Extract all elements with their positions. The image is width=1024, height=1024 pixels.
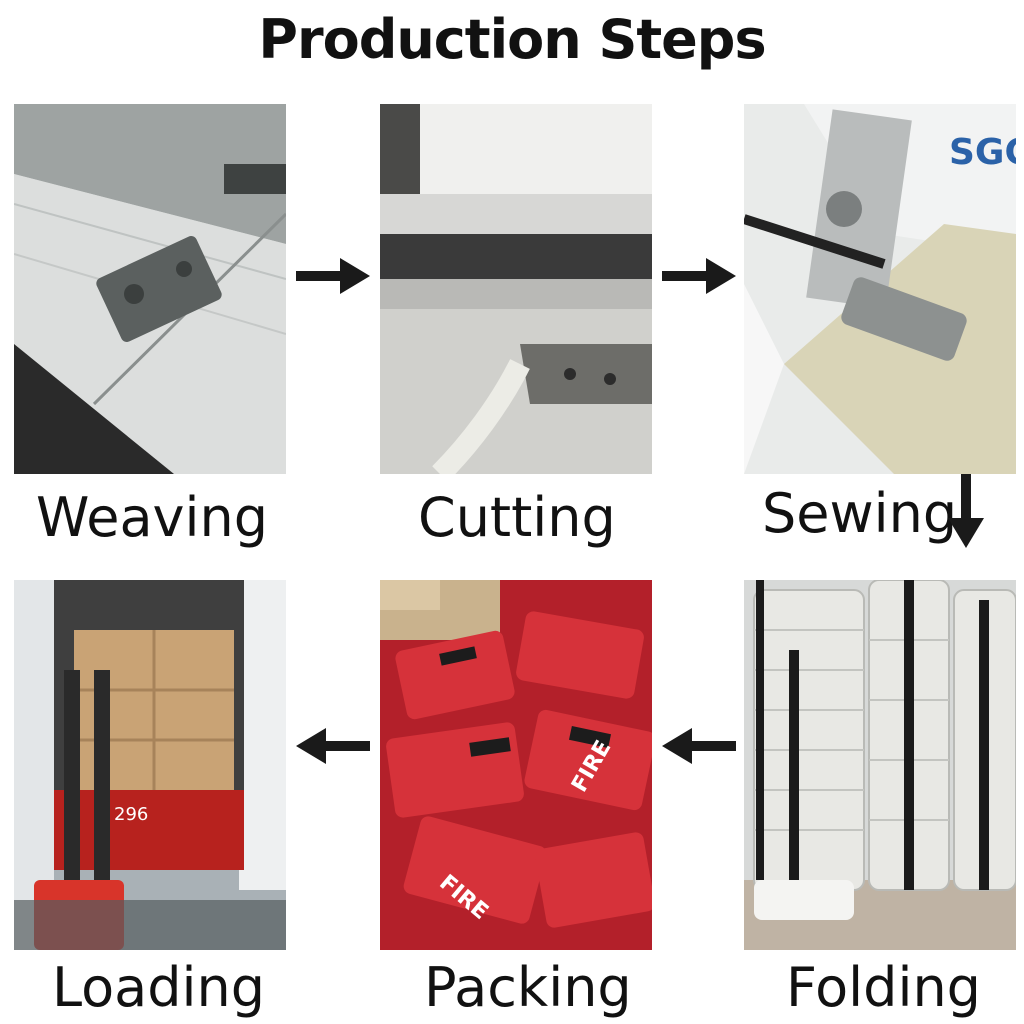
arrow-left-icon bbox=[296, 728, 370, 764]
step-label-loading: Loading bbox=[52, 956, 266, 1019]
arrow-down-icon bbox=[948, 474, 984, 548]
sewing-photo: SGG bbox=[744, 104, 1016, 474]
step-label-folding: Folding bbox=[786, 956, 981, 1019]
weaving-photo bbox=[14, 104, 286, 474]
arrow-left-icon bbox=[662, 728, 736, 764]
step-label-weaving: Weaving bbox=[36, 486, 269, 549]
truck-plate-text: 296 bbox=[114, 804, 148, 825]
loading-photo: 296 bbox=[14, 580, 286, 950]
packing-photo: FIRE FIRE bbox=[380, 580, 652, 950]
step-label-packing: Packing bbox=[424, 956, 632, 1019]
arrow-right-icon bbox=[296, 258, 370, 294]
step-label-sewing: Sewing bbox=[762, 482, 958, 545]
arrow-right-icon bbox=[662, 258, 736, 294]
svg-text:SGG: SGG bbox=[949, 132, 1016, 173]
folding-photo bbox=[744, 580, 1016, 950]
cutting-photo bbox=[380, 104, 652, 474]
step-label-cutting: Cutting bbox=[418, 486, 616, 549]
page-title: Production Steps bbox=[258, 8, 766, 71]
